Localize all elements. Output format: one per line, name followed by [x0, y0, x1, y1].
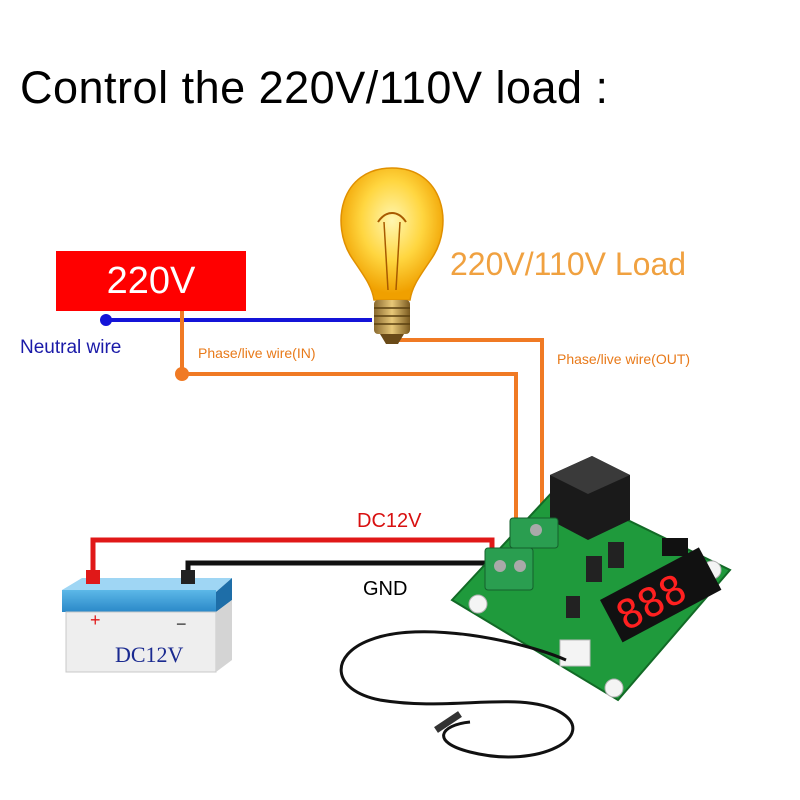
light-bulb-icon — [340, 167, 444, 344]
phase-out-label: Phase/live wire(OUT) — [557, 351, 691, 367]
neutral-wire — [100, 314, 372, 326]
battery-plus: + — [90, 610, 101, 630]
battery-minus: − — [176, 614, 187, 634]
page-title: Control the 220V/110V load : — [20, 62, 609, 113]
battery-icon: + − — [62, 570, 232, 673]
load-label: 220V/110V Load — [450, 246, 687, 282]
supply-voltage-badge: 220V — [56, 251, 246, 311]
battery-label: DC12V — [115, 642, 184, 667]
phase-in-label: Phase/live wire(IN) — [198, 345, 316, 361]
temperature-probe-cable — [339, 630, 575, 759]
thermostat-module-icon: 888 — [450, 456, 732, 702]
phase-out-wire — [390, 338, 544, 520]
dc-positive-wire — [90, 537, 495, 580]
dc-positive-label: DC12V — [357, 510, 422, 532]
neutral-wire-label: Neutral wire — [20, 337, 122, 358]
phase-in-wire — [175, 310, 518, 535]
ground-wire — [185, 560, 515, 580]
ground-label: GND — [363, 578, 408, 600]
